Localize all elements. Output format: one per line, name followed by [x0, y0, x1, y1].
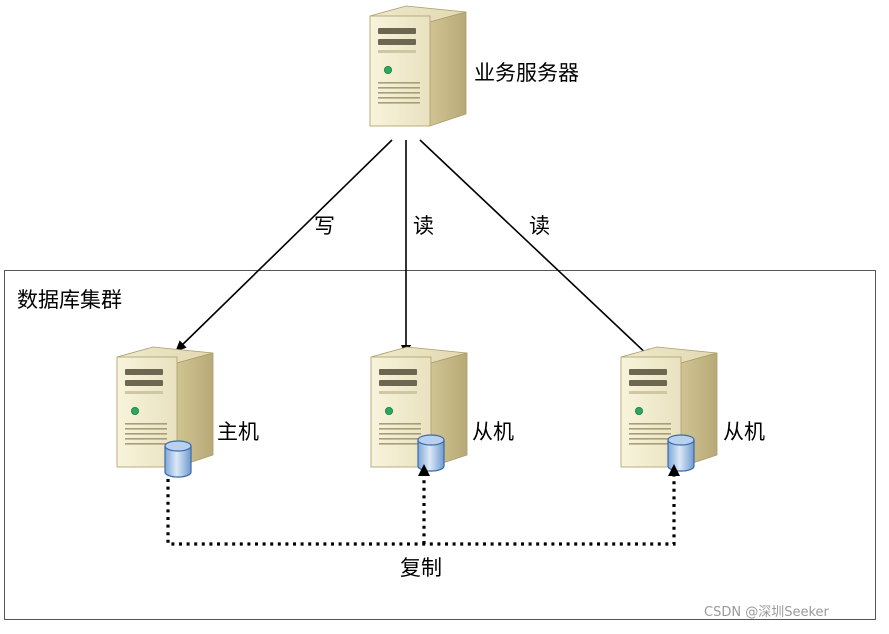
replication-path: [166, 474, 676, 546]
slave-label-2: 从机: [723, 420, 765, 444]
slave-database-icon-1: [417, 434, 445, 472]
business-server-label: 业务服务器: [474, 61, 579, 85]
business-server-icon: [369, 5, 467, 127]
read-edge-label-1: 读: [413, 214, 434, 238]
cluster-label: 数据库集群: [17, 288, 122, 312]
write-edge-label: 写: [314, 214, 335, 238]
master-label: 主机: [217, 420, 259, 444]
watermark: CSDN @深圳Seeker: [704, 605, 829, 620]
replication-arrowhead-slave-1: [418, 464, 430, 476]
read-arrow-slave-2: [419, 139, 653, 360]
slave-database-icon-2: [667, 434, 695, 472]
replication-label: 复制: [400, 556, 442, 580]
replication-arrowhead-slave-2: [668, 464, 680, 476]
cluster-boundary: [4, 270, 876, 620]
write-arrow: [175, 139, 393, 352]
slave-label-1: 从机: [472, 420, 514, 444]
read-edge-label-2: 读: [529, 214, 550, 238]
master-database-icon: [164, 440, 192, 478]
